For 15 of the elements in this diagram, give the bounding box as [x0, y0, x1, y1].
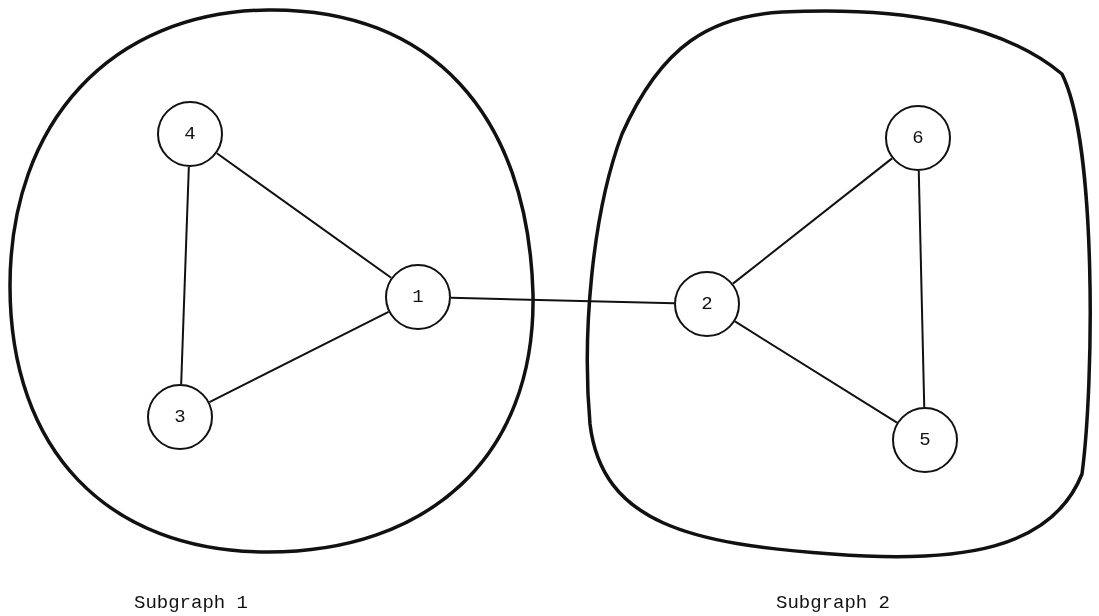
vertex-circle: 4: [157, 101, 223, 167]
vertex-circle: 1: [385, 264, 451, 330]
edge-line: [450, 296, 675, 305]
edge-line: [734, 320, 898, 424]
edge-line: [180, 166, 190, 385]
vertex-circle: 5: [892, 407, 958, 473]
edge-line: [917, 170, 926, 408]
edge-line: [731, 157, 894, 285]
edge-line: [208, 310, 390, 404]
region-caption: Subgraph 1: [134, 592, 249, 614]
vertex-circle: 3: [147, 384, 213, 450]
region-caption: Subgraph 2: [776, 592, 891, 614]
vertex-circle: 2: [674, 271, 740, 337]
edge-line: [215, 152, 393, 279]
vertex-circle: 6: [885, 105, 951, 171]
